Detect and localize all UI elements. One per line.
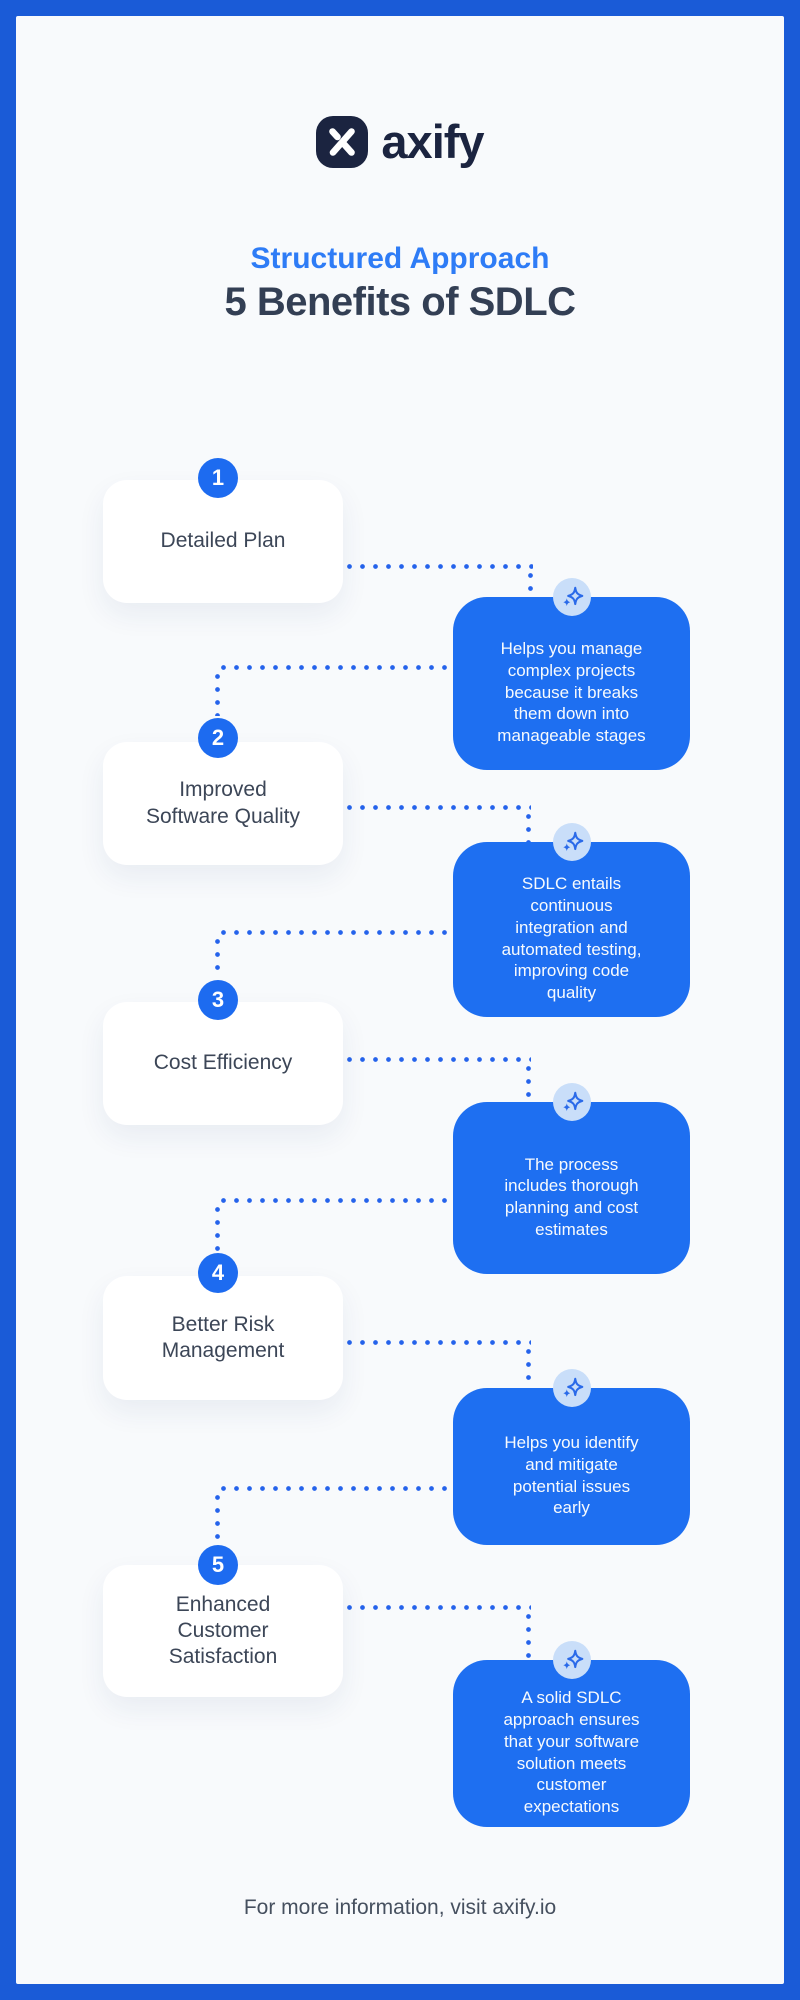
benefit-description: A solid SDLC approach ensures that your … (503, 1688, 640, 1816)
benefit-number-badge: 3 (198, 980, 238, 1020)
dotted-connector (217, 665, 453, 670)
benefit-title: Enhanced Customer Satisfaction (168, 1592, 278, 1669)
benefit-description: SDLC entails continuous integration and … (501, 874, 642, 1002)
logo: axify (16, 116, 784, 168)
benefit-description-box: The process includes thorough planning a… (453, 1102, 690, 1274)
sparkles-icon (553, 1369, 591, 1407)
page-title: 5 Benefits of SDLC (224, 280, 576, 324)
dotted-connector (526, 1345, 531, 1390)
dotted-connector (343, 1340, 531, 1345)
dotted-connector (528, 569, 533, 599)
dotted-connector (215, 670, 220, 716)
benefit-number-badge: 2 (198, 718, 238, 758)
benefit-card: Improved Software Quality (103, 742, 343, 865)
benefit-title: Better Risk Management (161, 1312, 285, 1362)
benefit-title: Cost Efficiency (153, 1051, 293, 1075)
benefit-description-box: SDLC entails continuous integration and … (453, 842, 690, 1017)
dotted-connector (215, 1491, 220, 1543)
dotted-connector (526, 1062, 531, 1104)
axify-logo-icon (316, 116, 369, 168)
dotted-connector (526, 810, 531, 844)
benefit-description-box: Helps you identify and mitigate potentia… (453, 1388, 690, 1545)
benefit-description: Helps you identify and mitigate potentia… (504, 1433, 639, 1518)
dotted-connector (526, 1610, 531, 1660)
benefit-description-box: A solid SDLC approach ensures that your … (453, 1660, 690, 1827)
benefit-card: Detailed Plan (103, 480, 343, 603)
dotted-connector (343, 805, 531, 810)
benefit-number-badge: 5 (198, 1545, 238, 1585)
benefit-title: Detailed Plan (160, 529, 286, 553)
subtitle: Structured Approach (250, 242, 550, 275)
sparkles-icon (553, 578, 591, 616)
benefit-number-badge: 1 (198, 458, 238, 498)
footer-note: For more information, visit axify.io (243, 1896, 557, 1919)
benefit-description-box: Helps you manage complex projects becaus… (453, 597, 690, 770)
benefit-card: Enhanced Customer Satisfaction (103, 1565, 343, 1697)
benefit-card: Better Risk Management (103, 1276, 343, 1400)
sparkles-icon (553, 1083, 591, 1121)
dotted-connector (217, 930, 453, 935)
benefit-title: Improved Software Quality (145, 778, 301, 828)
benefit-description: Helps you manage complex projects becaus… (497, 639, 646, 746)
infographic-page: axify Structured Approach 5 Benefits of … (16, 16, 784, 1984)
benefit-description: The process includes thorough planning a… (504, 1154, 639, 1239)
benefit-number-badge: 4 (198, 1253, 238, 1293)
dotted-connector (215, 1203, 220, 1251)
dotted-connector (343, 564, 533, 569)
sparkles-icon (553, 1641, 591, 1679)
dotted-connector (215, 935, 220, 978)
dotted-connector (343, 1605, 531, 1610)
dotted-connector (343, 1057, 531, 1062)
axify-logo-text: axify (381, 115, 484, 168)
dotted-connector (217, 1486, 453, 1491)
sparkles-icon (553, 823, 591, 861)
benefit-card: Cost Efficiency (103, 1002, 343, 1125)
dotted-connector (217, 1198, 453, 1203)
